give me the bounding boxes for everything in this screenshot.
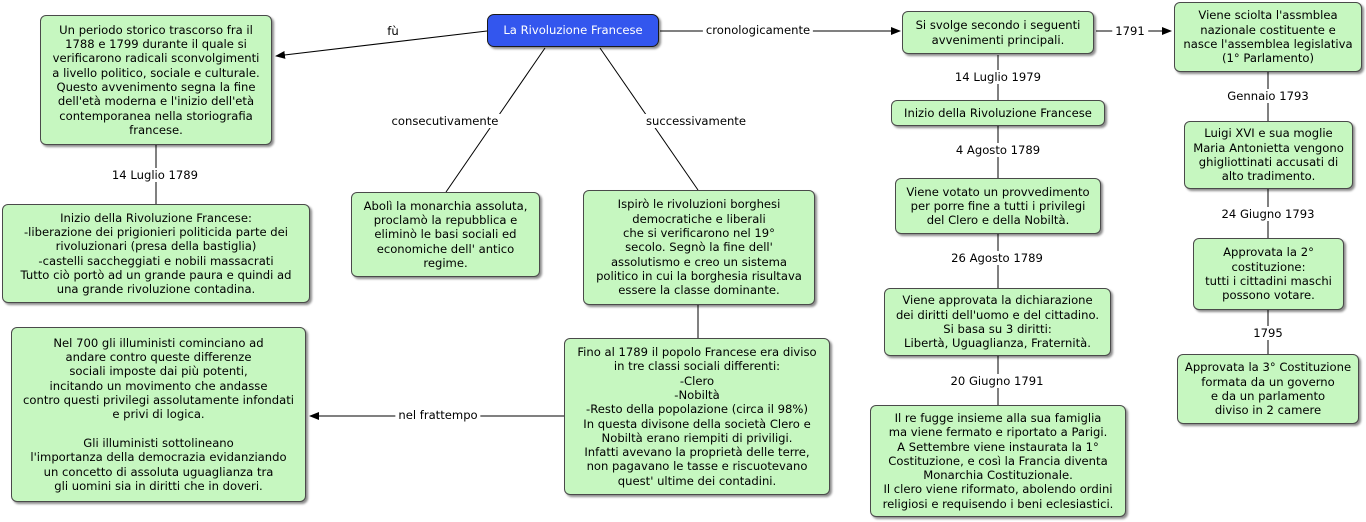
svolge-avvenimenti-node[interactable]: Si svolge secondo i seguenti avvenimenti… — [902, 11, 1094, 54]
link-label-gennaio-1793: Gennaio 1793 — [1224, 89, 1312, 103]
classi-sociali-node[interactable]: Fino al 1789 il popolo Francese era divi… — [564, 338, 830, 495]
link-label-14-luglio-1979: 14 Luglio 1979 — [951, 70, 1045, 84]
dichiarazione-diritti-node[interactable]: Viene approvata la dichiarazione dei dir… — [884, 288, 1111, 356]
inizio-rivoluzione-left-node[interactable]: Inizio della Rivoluzione Francese: -libe… — [2, 204, 310, 303]
assemblea-legislativa-node[interactable]: Viene sciolta l'assmblea nazionale costi… — [1174, 2, 1362, 72]
link-label-20-giugno-1791: 20 Giugno 1791 — [947, 374, 1047, 388]
terza-costituzione-node[interactable]: Approvata la 3° Costituzione formata da … — [1177, 354, 1359, 424]
inizio-rivoluzione-mid-node[interactable]: Inizio della Rivoluzione Francese — [891, 100, 1105, 126]
link-label-consecutivamente: consecutivamente — [388, 114, 502, 128]
link-label-14-luglio-1789: 14 Luglio 1789 — [108, 168, 202, 182]
link-label-4-agosto-1789: 4 Agosto 1789 — [952, 143, 1044, 157]
seconda-costituzione-node[interactable]: Approvata la 2° costituzione: tutti i ci… — [1193, 238, 1344, 310]
link-label-cronologicamente: cronologicamente — [702, 23, 814, 37]
link-label-1791: 1791 — [1112, 24, 1148, 38]
aboli-monarchia-node[interactable]: Abolì la monarchia assoluta, proclamò la… — [351, 192, 540, 277]
ispiro-rivoluzioni-node[interactable]: Ispirò le rivoluzioni borghesi democrati… — [583, 190, 815, 305]
root-concept-node[interactable]: La Rivoluzione Francese — [487, 14, 659, 47]
fuga-re-node[interactable]: Il re fugge insieme alla sua famiglia ma… — [870, 405, 1126, 517]
illuministi-node[interactable]: Nel 700 gli illuministi cominciano ad an… — [11, 327, 306, 502]
periodo-node[interactable]: Un periodo storico trascorso fra il 1788… — [40, 15, 272, 145]
link-label-successivamente: successivamente — [643, 114, 749, 128]
link-label-1795: 1795 — [1250, 326, 1286, 340]
luigi-xvi-node[interactable]: Luigi XVI e sua moglie Maria Antonietta … — [1184, 121, 1353, 189]
link-label-26-agosto-1789: 26 Agosto 1789 — [948, 251, 1046, 265]
link-label-fu: fù — [384, 24, 402, 38]
provvedimento-privilegi-node[interactable]: Viene votato un provvedimento per porre … — [895, 178, 1101, 234]
link-fu — [275, 30, 488, 59]
link-label-nel-frattempo: nel frattempo — [395, 408, 481, 422]
link-label-24-giugno-1793: 24 Giugno 1793 — [1218, 207, 1318, 221]
